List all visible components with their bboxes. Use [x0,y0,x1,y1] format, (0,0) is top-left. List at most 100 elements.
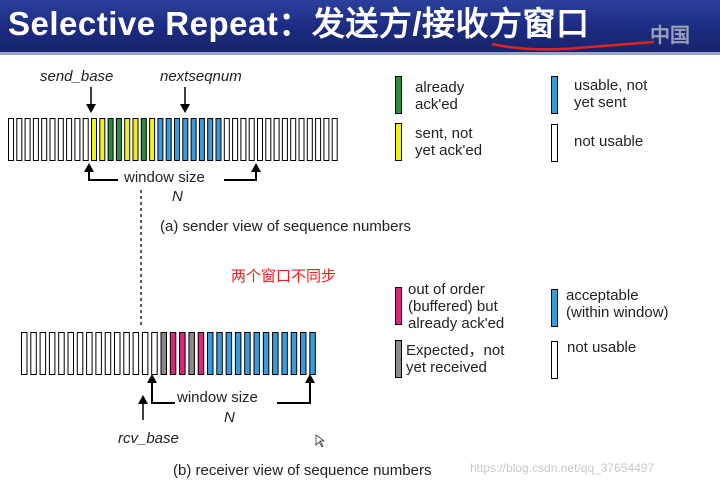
sender-seq-cell-blue [165,118,172,161]
title-sender: 发送方 [311,5,413,42]
sender-seq-cell-empty [66,118,73,161]
title-bar: Selective Repeat：发送方/接收方窗口 中国 [0,0,720,52]
receiver-seq-cell-empty [132,332,140,375]
receiver-seq-cell-empty [123,332,130,375]
sender-seq-cell-empty [248,118,255,161]
unsync-note: 两个窗口不同步 [231,268,337,285]
send-base-label: send_base [40,68,114,85]
sender-seq-cell-empty [8,118,14,161]
sender-seq-cell-green [107,118,114,161]
receiver-caption: (b) receiver view of sequence numbers [173,462,432,479]
receiver-seq-cell-empty [141,332,149,375]
sender-seq-cell-blue [182,118,189,161]
legend-swatch-already-acked [395,76,402,114]
receiver-window-right-arrowhead [305,374,315,383]
sender-seq-cell-blue [174,118,180,161]
receiver-seq-cell-empty [151,332,158,375]
receiver-window-right-bracket [277,380,311,404]
receiver-seq-cell-empty [48,332,56,375]
receiver-seq-cell-empty [76,332,84,375]
legend-swatch-out-of-order [395,287,402,325]
receiver-seq-cell-pink [179,332,186,375]
receiver-seq-cell-empty [21,332,28,375]
receiver-seq-cell-blue [300,332,307,375]
sender-seq-cell-empty [273,118,280,161]
legend-swatch-not-usable-sender [551,124,558,162]
legend-swatch-acceptable [551,289,558,327]
sender-seq-cell-empty [257,118,263,161]
receiver-seq-cell-gray [188,332,195,375]
sender-seq-cell-empty [298,118,305,161]
receiver-seq-cell-empty [39,332,47,375]
receiver-seq-cell-empty [58,332,65,375]
receiver-seq-cell-gray [160,332,167,375]
sender-seq-cell-blue [215,118,222,161]
sender-seq-cell-yellow [149,118,156,161]
receiver-window-var: N [224,409,235,426]
receiver-window-size-label: window size [177,389,258,406]
receiver-seq-cell-empty [67,332,74,375]
title-underline [0,52,720,55]
sender-seq-cell-empty [281,118,288,161]
receiver-seq-cell-blue [207,332,214,375]
receiver-seq-cell-blue [272,332,279,375]
sender-seq-cell-empty [16,118,23,161]
receiver-seq-cell-empty [30,332,37,375]
receiver-window-left-arrowhead [147,374,157,383]
watermark: https://blog.csdn.net/qq_37654497 [470,461,655,475]
red-underline-annotation [491,40,655,51]
sender-seq-cell-empty [265,118,272,161]
sender-seq-cell-green [115,118,122,161]
receiver-seq-cell-blue [244,332,251,375]
receiver-seq-cell-blue [309,332,316,375]
corner-logo: 中国 [650,25,690,47]
sender-seq-cell-empty [331,118,338,161]
legend-swatch-expected [395,340,402,378]
sender-seq-cell-empty [41,118,48,161]
receiver-seq-cell-blue [281,332,288,375]
sender-window-right-bracket [224,170,257,181]
sender-seq-cell-yellow [99,118,106,161]
sender-seq-cell-empty [24,118,31,161]
nextseqnum-arrowhead [180,104,190,113]
legend-swatch-not-usable-receiver [551,341,558,379]
sender-seq-cell-yellow [91,118,97,161]
sender-seq-cell-empty [49,118,56,161]
nextseqnum-label: nextseqnum [160,68,242,85]
sender-seq-cell-blue [190,118,197,161]
sender-seq-cell-yellow [124,118,131,161]
sender-seq-cell-empty [240,118,247,161]
sender-seq-cell-yellow [132,118,139,161]
sender-seq-cell-blue [157,118,164,161]
receiver-seq-cell-blue [234,332,242,375]
rcv-base-arrowhead [138,395,148,404]
receiver-seq-cell-pink [197,332,205,375]
sender-seq-cell-green [140,118,147,161]
receiver-seq-cell-blue [225,332,233,375]
sender-seq-cell-empty [57,118,64,161]
sender-seq-cell-empty [323,118,330,161]
sender-seq-cell-empty [82,118,89,161]
sender-seq-cell-blue [198,118,205,161]
sender-window-left-arrowhead [84,163,94,172]
legend-swatch-sent-not-acked [395,123,402,161]
receiver-seq-cell-empty [86,332,93,375]
title-english: Selective Repeat [8,5,279,42]
receiver-seq-cell-empty [104,332,112,375]
receiver-window-left-bracket [151,380,175,404]
receiver-seq-cell-blue [253,332,260,375]
legend-swatch-usable-not-sent [551,76,558,114]
receiver-seq-cell-empty [95,332,102,375]
sender-caption: (a) sender view of sequence numbers [160,218,411,235]
sender-seq-cell-empty [315,118,322,161]
send-base-arrowhead [86,104,96,113]
title-colon: ： [278,5,312,42]
sender-seq-cell-empty [74,118,81,161]
title-slash: / [412,5,422,42]
